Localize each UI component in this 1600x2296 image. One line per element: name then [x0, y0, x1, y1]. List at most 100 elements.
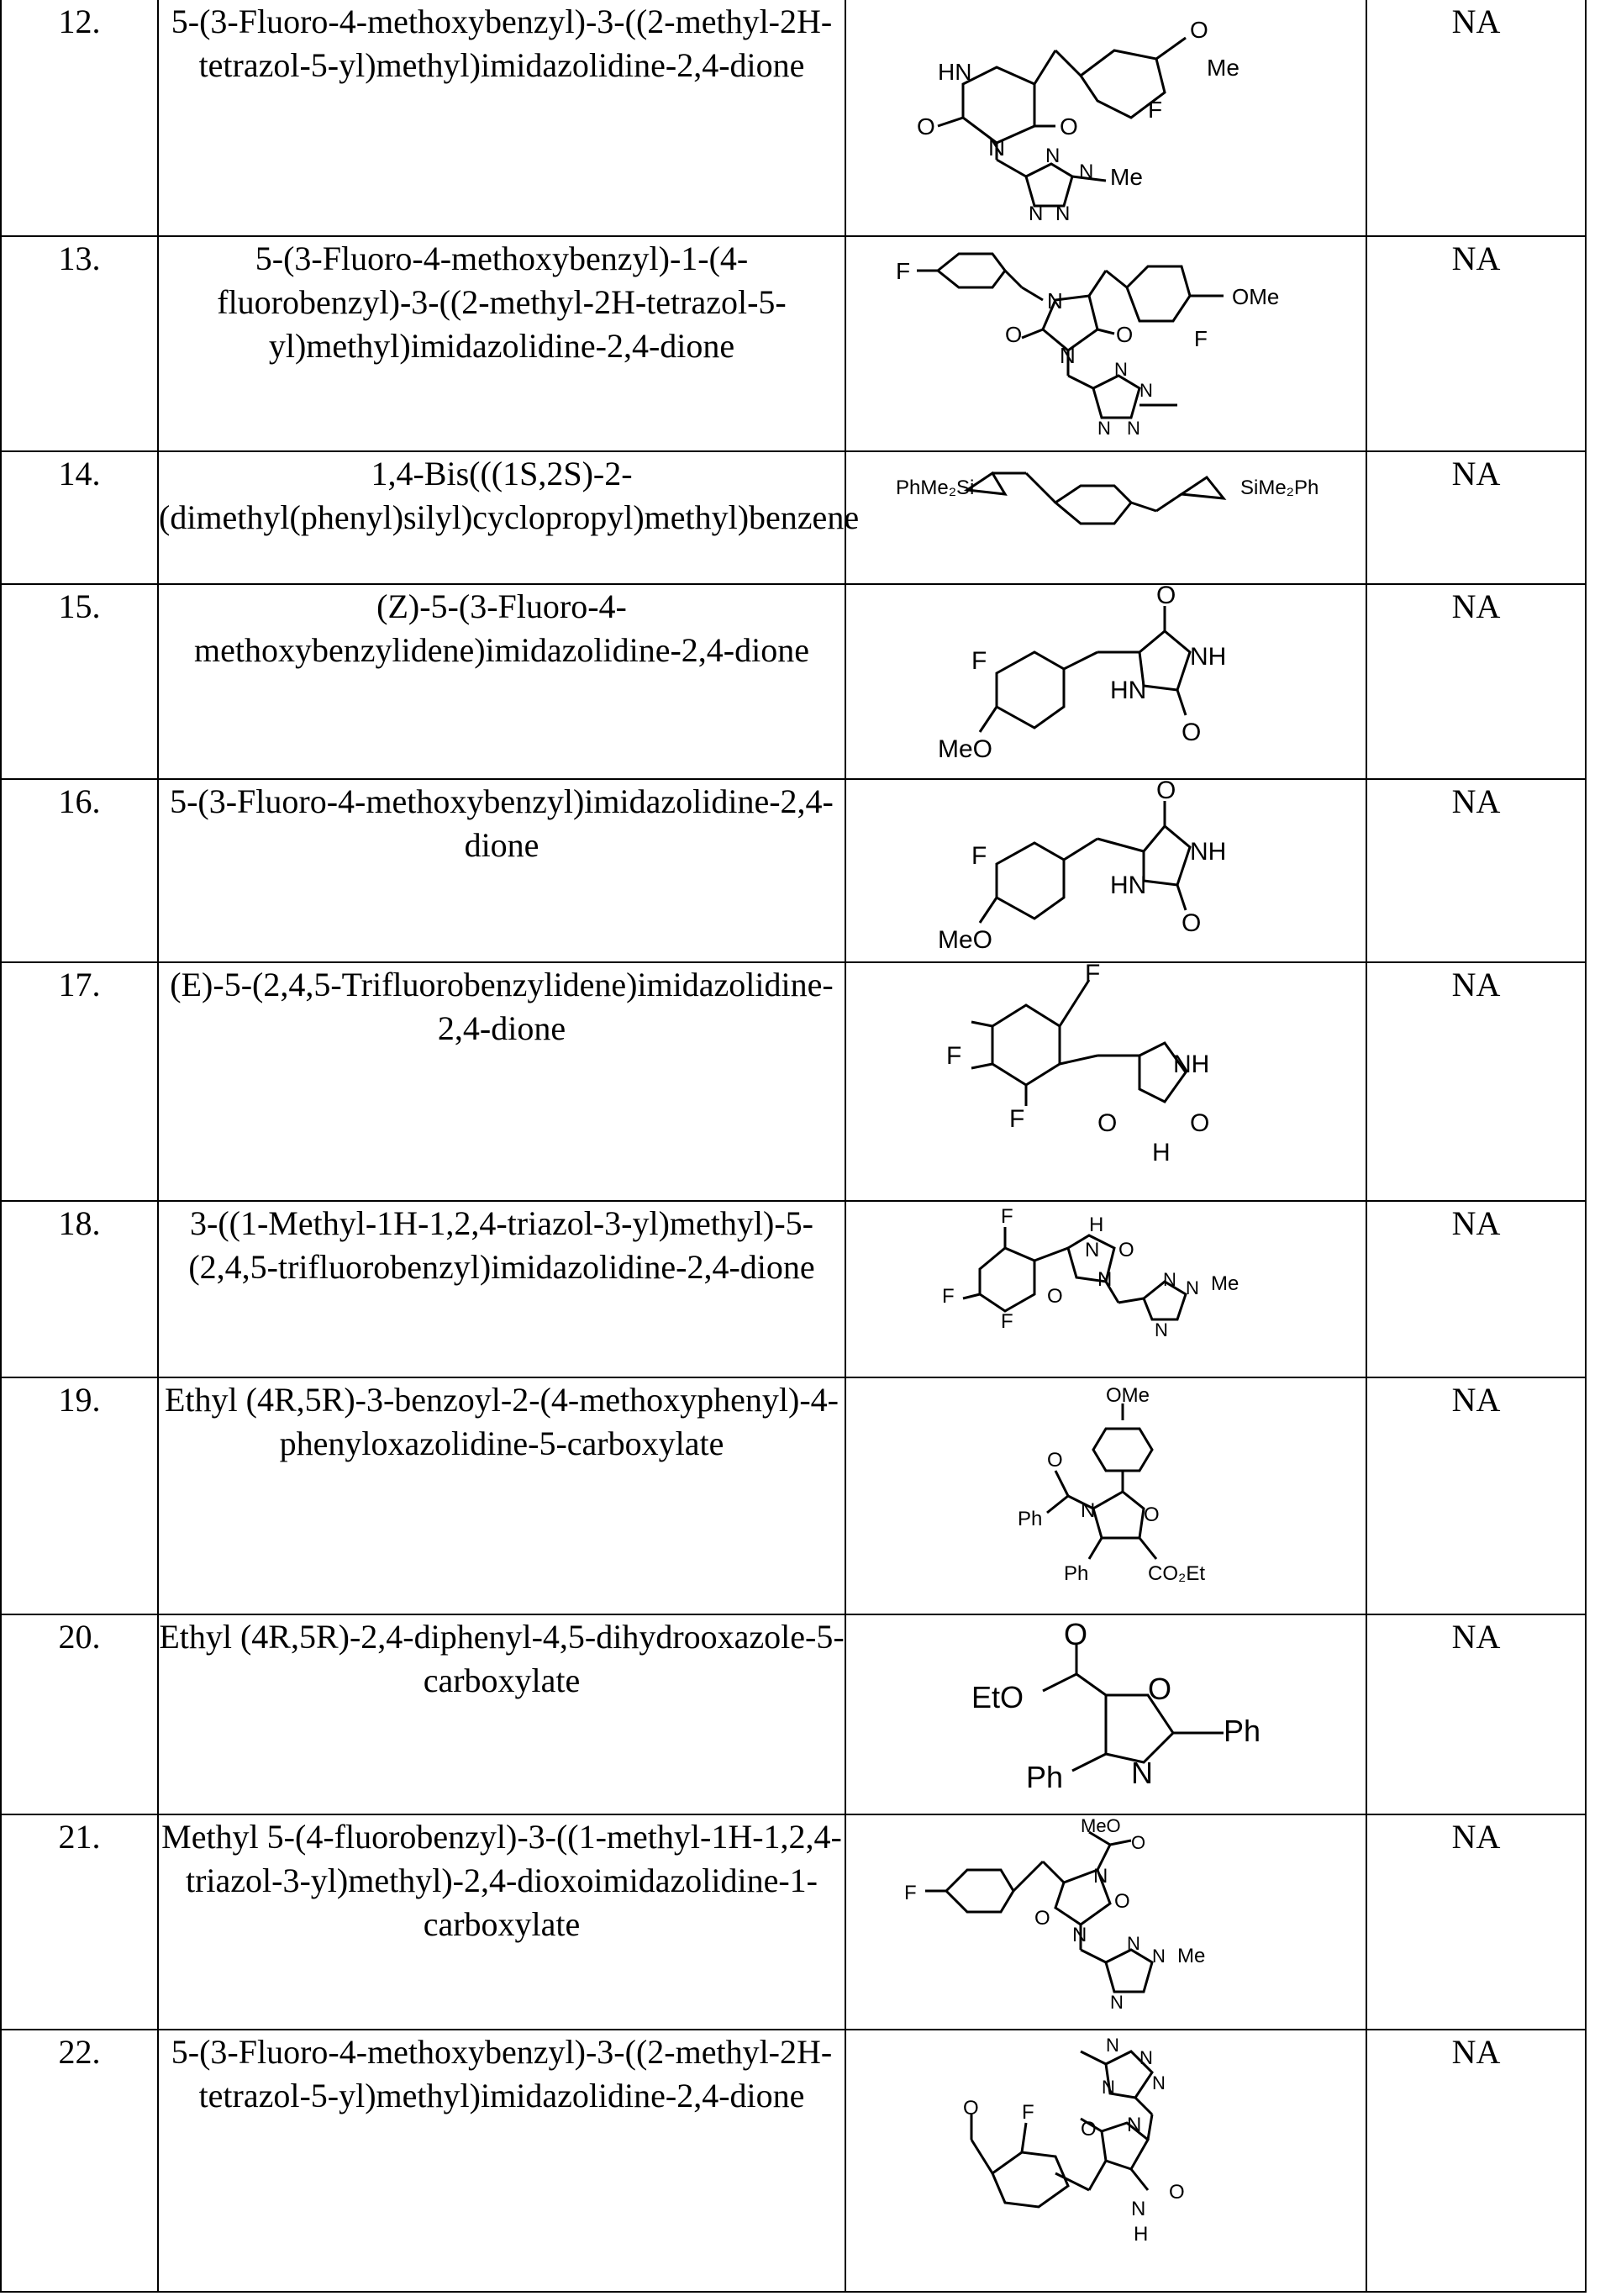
- atom-label: MeO: [938, 926, 992, 954]
- atom-label: N: [1155, 1319, 1168, 1340]
- chemical-structure: F N OMe F O O N N N N N: [896, 252, 1279, 439]
- chemical-structure: N N N N O F O N O N H: [963, 2035, 1185, 2246]
- atom-label: F: [1194, 326, 1208, 351]
- atom-label: MeO: [1081, 1815, 1121, 1836]
- atom-label: O: [1131, 1832, 1145, 1853]
- atom-label: O: [1114, 1890, 1130, 1913]
- compound-number: 18.: [0, 1200, 159, 1378]
- chemical-structure: HN O O Me F O N N N N N Me: [917, 17, 1239, 225]
- activity-value: NA: [1366, 583, 1587, 780]
- activity-value: NA: [1366, 450, 1587, 585]
- atom-label: O: [1047, 1285, 1063, 1308]
- table-row: 19. Ethyl (4R,5R)-3-benzoyl-2-(4-methoxy…: [0, 1377, 1587, 1615]
- atom-label: O: [963, 2097, 979, 2120]
- atom-label: O: [1190, 17, 1208, 43]
- compound-number: 21.: [0, 1814, 159, 2030]
- activity-value: NA: [1366, 778, 1587, 963]
- structure-cell: PhMe₂Si SiMe₂Ph: [845, 450, 1367, 585]
- atom-label: H: [1152, 1139, 1171, 1166]
- chemical-structure: F F F NH O O H: [946, 960, 1209, 1166]
- compound-name: 1,4-Bis(((1S,2S)-2-(dimethyl(phenyl)sily…: [157, 450, 859, 585]
- atom-label: OMe: [1106, 1384, 1150, 1407]
- atom-label: O: [1081, 2118, 1097, 2141]
- atom-label: N: [1060, 343, 1076, 368]
- atom-label: N: [1097, 1268, 1112, 1291]
- structure-cell: HN O O Me F O N N N N N Me: [845, 0, 1367, 237]
- atom-label: N: [1114, 359, 1128, 380]
- compound-number: 13.: [0, 235, 159, 452]
- activity-value: NA: [1366, 1377, 1587, 1615]
- atom-label: O: [917, 113, 935, 140]
- table-row: 22. 5-(3-Fluoro-4-methoxybenzyl)-3-((2-m…: [0, 2029, 1587, 2293]
- atom-label: F: [1022, 2101, 1034, 2124]
- table-row: 21. Methyl 5-(4-fluorobenzyl)-3-((1-meth…: [0, 1814, 1587, 2030]
- atom-label: O: [1005, 322, 1022, 347]
- atom-label: F: [1009, 1105, 1024, 1133]
- chemical-structure: OMe O N O Ph Ph CO₂Et: [1018, 1384, 1205, 1585]
- compound-name: (Z)-5-(3-Fluoro-4-methoxybenzylidene)imi…: [157, 583, 846, 780]
- atom-label: F: [904, 1882, 917, 1904]
- atom-label: F: [1148, 97, 1162, 123]
- atom-label: N: [1110, 1992, 1124, 2013]
- activity-value: NA: [1366, 961, 1587, 1202]
- atom-label: HN: [1110, 872, 1146, 899]
- structure-cell: O NH F HN O MeO: [845, 582, 1367, 780]
- chemical-structure: PhMe₂Si SiMe₂Ph: [896, 471, 1318, 525]
- compound-name: 3-((1-Methyl-1H-1,2,4-triazol-3-yl)methy…: [157, 1200, 846, 1378]
- atom-label: N: [1079, 161, 1093, 183]
- atom-label: O: [1156, 582, 1176, 609]
- atom-label: Me: [1207, 55, 1239, 81]
- atom-label: N: [1102, 2077, 1115, 2098]
- atom-label: Ph: [1064, 1562, 1088, 1585]
- activity-value: NA: [1366, 1814, 1587, 2030]
- chemical-structure: O NH F HN O MeO: [938, 777, 1226, 954]
- atom-label: N: [1055, 203, 1070, 225]
- atom-label: HN: [1110, 677, 1146, 704]
- atom-label: O: [1182, 719, 1201, 746]
- atom-label: N: [1127, 1933, 1140, 1954]
- atom-label: N: [1081, 1499, 1095, 1522]
- compound-name: Methyl 5-(4-fluorobenzyl)-3-((1-methyl-1…: [157, 1814, 846, 2030]
- atom-label: SiMe₂Ph: [1240, 477, 1318, 499]
- compound-name: 5-(3-Fluoro-4-methoxybenzyl)-3-((2-methy…: [157, 2029, 846, 2293]
- atom-label: N: [1163, 1269, 1176, 1290]
- atom-label: NH: [1190, 838, 1226, 866]
- compound-number: 17.: [0, 961, 159, 1202]
- atom-label: N: [1093, 1865, 1108, 1888]
- atom-label: F: [971, 842, 987, 870]
- atom-label: N: [1131, 2198, 1145, 2220]
- atom-label: O: [1156, 777, 1176, 804]
- compound-name: 5-(3-Fluoro-4-methoxybenzyl)imidazolidin…: [157, 778, 846, 963]
- atom-label: O: [1116, 322, 1133, 347]
- compound-name: (E)-5-(2,4,5-Trifluorobenzylidene)imidaz…: [157, 961, 846, 1202]
- atom-label: N: [1045, 145, 1060, 167]
- atom-label: N: [1186, 1277, 1199, 1298]
- atom-label: HN: [938, 59, 971, 85]
- atom-label: N: [1106, 2035, 1119, 2056]
- atom-label: F: [896, 258, 910, 284]
- atom-label: O: [1034, 1907, 1050, 1930]
- table-row: 12. 5-(3-Fluoro-4-methoxybenzyl)-3-((2-m…: [0, 0, 1587, 237]
- atom-label: NH: [1190, 643, 1226, 671]
- compound-number: 12.: [0, 0, 159, 237]
- atom-label: N: [1152, 1946, 1166, 1967]
- atom-label: N: [1072, 1924, 1087, 1946]
- atom-label: N: [1085, 1239, 1099, 1261]
- structure-cell: F MeO O N O O N N N Me N: [845, 1814, 1367, 2030]
- activity-value: NA: [1366, 0, 1587, 237]
- activity-value: NA: [1366, 2029, 1587, 2293]
- compound-name: Ethyl (4R,5R)-2,4-diphenyl-4,5-dihydroox…: [157, 1614, 846, 1815]
- atom-label: F: [942, 1285, 955, 1308]
- structure-cell: O EtO O Ph Ph N: [845, 1614, 1367, 1815]
- atom-label: CO₂Et: [1148, 1562, 1205, 1585]
- table-row: 13. 5-(3-Fluoro-4-methoxybenzyl)-1-(4-fl…: [0, 235, 1587, 452]
- atom-label: O: [1182, 909, 1201, 937]
- compound-name: 5-(3-Fluoro-4-methoxybenzyl)-3-((2-methy…: [157, 0, 846, 237]
- compound-name: 5-(3-Fluoro-4-methoxybenzyl)-1-(4-fluoro…: [157, 235, 846, 452]
- atom-label: N: [1127, 2114, 1141, 2136]
- compound-number: 19.: [0, 1377, 159, 1615]
- atom-label: O: [1148, 1672, 1171, 1706]
- atom-label: O: [1190, 1109, 1209, 1137]
- compound-number: 14.: [0, 450, 159, 585]
